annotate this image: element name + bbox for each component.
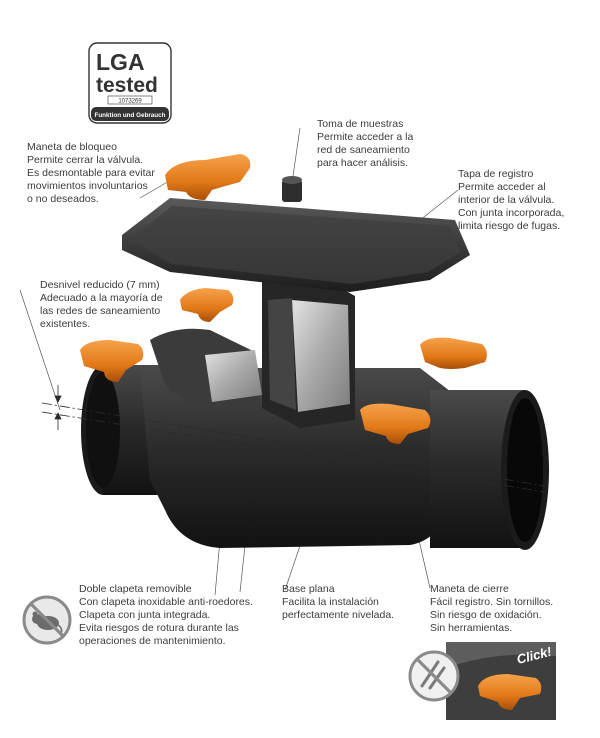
- callout-doble-line: Evita riesgos de rotura durante las: [79, 622, 239, 634]
- callout-toma-line: Permite acceder a la: [317, 131, 414, 143]
- callout-maneta-bloqueo-title: Maneta de bloqueo: [27, 141, 117, 153]
- badge-footer: Funktion und Gebrauch: [94, 112, 165, 119]
- callout-tapa-title: Tapa de registro: [458, 168, 534, 180]
- callout-desnivel: Desnivel reducido (7 mm) Adecuado a la m…: [40, 279, 210, 331]
- badge-number: 1073269: [118, 99, 142, 105]
- callout-maneta-cierre: Maneta de cierre Fácil registro. Sin tor…: [430, 583, 590, 635]
- callout-tapa: Tapa de registro Permite acceder al inte…: [458, 168, 588, 233]
- callout-doble: Doble clapeta removible Con clapeta inox…: [79, 583, 289, 648]
- callout-desnivel-title: Desnivel reducido (7 mm): [40, 279, 160, 291]
- callout-doble-line: Clapeta con junta integrada.: [79, 609, 211, 621]
- callout-base-line: Facilita la instalación: [282, 596, 379, 608]
- callout-tapa-line: Con junta incorporada,: [458, 207, 565, 219]
- callout-doble-title: Doble clapeta removible: [79, 583, 192, 595]
- callout-maneta-bloqueo-line: movimientos involuntarios: [27, 180, 148, 192]
- callout-maneta-bloqueo: Maneta de bloqueo Permite cerrar la válv…: [27, 141, 187, 206]
- lga-tested-badge: LGA tested 1073269 Funktion und Gebrauch: [88, 42, 172, 124]
- callout-maneta-cierre-line: Sin riesgo de oxidación.: [430, 609, 542, 621]
- badge-tested: tested: [96, 74, 158, 97]
- axis-lines: [41, 402, 546, 493]
- callout-maneta-bloqueo-line: Permite cerrar la válvula.: [27, 154, 144, 166]
- callout-toma: Toma de muestras Permite acceder a la re…: [317, 118, 457, 170]
- callout-maneta-cierre-line: Fácil registro. Sin tornillos.: [430, 596, 554, 608]
- click-inset: Click!: [408, 642, 556, 720]
- callout-maneta-cierre-title: Maneta de cierre: [430, 583, 509, 595]
- badge-brand: LGA: [96, 49, 145, 75]
- callout-tapa-line: Permite acceder al: [458, 181, 546, 193]
- callout-base: Base plana Facilita la instalación perfe…: [282, 583, 422, 622]
- callout-doble-line: operaciones de mantenimiento.: [79, 635, 226, 647]
- callout-toma-title: Toma de muestras: [317, 118, 404, 130]
- callout-desnivel-line: las redes de saneamiento: [40, 305, 161, 317]
- callout-tapa-line: interior de la válvula.: [458, 194, 555, 206]
- callout-toma-line: red de saneamiento: [317, 144, 410, 156]
- callout-maneta-cierre-line: Sin herramientas.: [430, 622, 513, 634]
- callout-maneta-bloqueo-line: Es desmontable para evitar: [27, 167, 155, 179]
- callout-tapa-line: limita riesgo de fugas.: [458, 220, 561, 232]
- callout-base-title: Base plana: [282, 583, 335, 595]
- level-arrows: [54, 385, 62, 430]
- callout-base-line: perfectamente nivelada.: [282, 609, 395, 621]
- callout-maneta-bloqueo-line: o no deseados.: [27, 193, 99, 205]
- callout-toma-line: para hacer análisis.: [317, 157, 409, 169]
- callout-desnivel-line: Adecuado a la mayoría de: [40, 292, 163, 304]
- callout-desnivel-line: existentes.: [40, 318, 91, 330]
- callout-doble-line: Con clapeta inoxidable anti-roedores.: [79, 596, 253, 608]
- no-rodent-icon: [22, 595, 72, 645]
